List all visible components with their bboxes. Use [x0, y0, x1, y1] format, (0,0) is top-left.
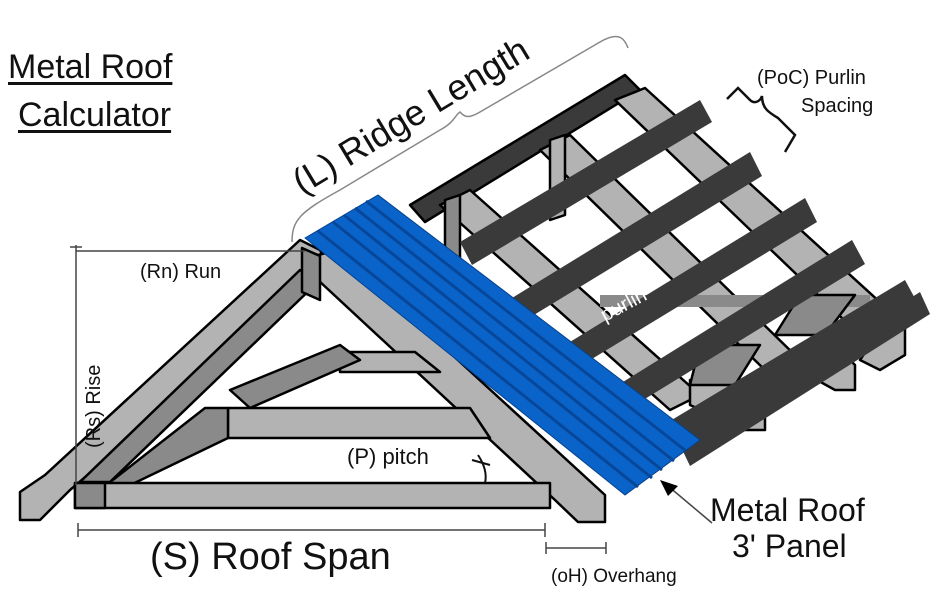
roof-span-label: (S) Roof Span — [150, 536, 391, 578]
rise-label: (Rs) Rise — [83, 365, 105, 448]
purlin-spacing-brace — [726, 86, 797, 153]
middle-collar — [226, 406, 492, 440]
run-label: (Rn) Run — [140, 261, 222, 283]
panel-rib — [354, 206, 675, 463]
panel-ribs — [317, 199, 687, 489]
panel-arrow-line — [667, 485, 713, 524]
title-line-2: Calculator — [18, 96, 172, 134]
purlins — [460, 100, 930, 466]
panel-rib — [332, 220, 653, 480]
pitch-tick — [471, 459, 491, 466]
purlin-bar — [460, 100, 712, 265]
panel-arrow-head — [660, 480, 678, 496]
panel-rib — [365, 199, 687, 453]
purlin-bar — [565, 198, 817, 368]
panel-rib — [343, 213, 663, 472]
ridge-length-brace — [291, 35, 629, 243]
pitch-label: (P) pitch — [347, 444, 429, 469]
purlin-bar — [512, 152, 762, 321]
purlin-spacing-label-2: Spacing — [801, 95, 874, 117]
panel-label-1: Metal Roof — [710, 492, 865, 528]
front-truss — [18, 238, 607, 524]
purlin-spacing-label-1: (PoC) Purlin — [757, 67, 866, 89]
metal-roof-panel — [304, 194, 701, 496]
dimension-lines — [70, 35, 797, 554]
collar-gusset — [98, 406, 230, 492]
purlin-bar — [610, 240, 865, 413]
king-post — [300, 246, 322, 302]
pitch-arc — [477, 454, 487, 484]
web-strut-left — [228, 343, 362, 410]
overhang-label: (oH) Overhang — [551, 566, 677, 587]
purlin-bar — [680, 292, 930, 466]
purlin-bar — [655, 280, 918, 453]
bottom-chord — [73, 481, 552, 510]
panel-rib — [317, 229, 639, 489]
chord-end-block — [73, 481, 107, 510]
panel-label-2: 3' Panel — [732, 528, 847, 564]
title-line-1: Metal Roof — [8, 48, 173, 86]
